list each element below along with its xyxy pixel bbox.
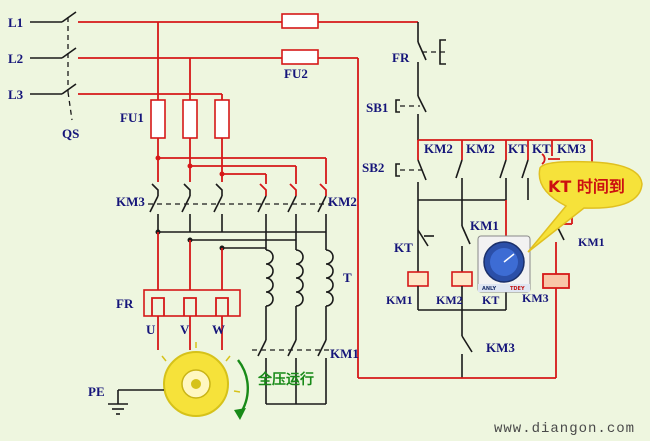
autotransformer-coils <box>265 249 334 340</box>
kt-bubble-text: KT 时间到 <box>548 177 625 196</box>
t-label: T <box>343 270 352 285</box>
km2-main-label: KM2 <box>328 194 357 209</box>
motor-feeders <box>143 232 241 350</box>
l2-label: L2 <box>8 51 23 66</box>
km1-right-label: KM1 <box>578 235 605 249</box>
coil-km2-label: KM2 <box>436 293 463 307</box>
fr-main-label: FR <box>116 296 134 311</box>
l1-label: L1 <box>8 15 23 30</box>
sb1-label: SB1 <box>366 100 388 115</box>
control-bus <box>395 22 592 141</box>
w-label: W <box>212 322 225 337</box>
km3-top-label: KM3 <box>557 141 586 156</box>
timer-relay-icon <box>477 235 531 293</box>
km3-bottom-label: KM3 <box>486 340 515 355</box>
kt-mid-label: KT <box>394 240 413 255</box>
km1-main-contacts <box>252 339 334 405</box>
timer-model: TDEY <box>510 286 525 292</box>
supply-lines <box>30 11 282 121</box>
km2-top-a-label: KM2 <box>424 141 453 156</box>
km2-top-b-label: KM2 <box>466 141 495 156</box>
pe-label: PE <box>88 384 105 399</box>
timer-brand: ANLY <box>482 286 496 292</box>
rotation-arrow-icon <box>237 359 249 415</box>
u-label: U <box>146 322 156 337</box>
fu2-fuses <box>281 13 418 378</box>
km1-mid-label: KM1 <box>470 218 499 233</box>
watermark: www.diangon.com <box>494 421 635 437</box>
full-voltage-running-label: 全压运行 <box>257 371 314 388</box>
km3-main-label: KM3 <box>116 194 145 209</box>
l3-label: L3 <box>8 87 24 102</box>
motor-icon <box>161 342 241 417</box>
transformer-taps <box>155 229 326 251</box>
fu2-label: FU2 <box>284 66 308 81</box>
sb2-label: SB2 <box>362 160 384 175</box>
km1-main-label: KM1 <box>330 346 359 361</box>
v-label: V <box>180 322 190 337</box>
kt-top-a-label: KT <box>508 141 527 156</box>
coil-kt-label: KT <box>482 293 499 307</box>
fr-ctrl-label: FR <box>392 50 410 65</box>
arrow-head-icon <box>234 408 246 420</box>
kt-bubble <box>527 160 643 253</box>
qs-label: QS <box>62 126 79 141</box>
coil-km3-label: KM3 <box>522 291 549 305</box>
coil-km1-label: KM1 <box>386 293 413 307</box>
kt-top-b-label: KT <box>532 141 551 156</box>
main-feeders <box>150 22 327 184</box>
km3-main-contacts <box>149 183 223 232</box>
fu1-label: FU1 <box>120 110 144 125</box>
